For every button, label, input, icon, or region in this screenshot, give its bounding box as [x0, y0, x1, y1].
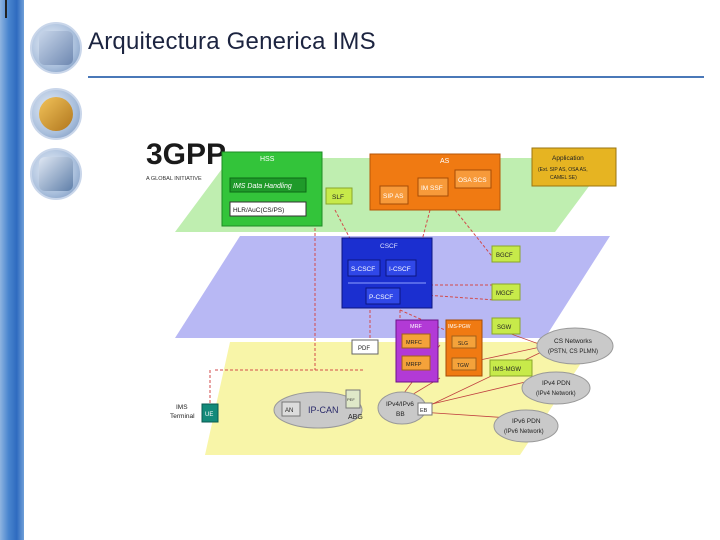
mrfp-box [401, 355, 431, 371]
cs-networks-label: CS Networks [554, 338, 593, 345]
an-box [281, 401, 301, 417]
slide-side-bar [0, 0, 24, 540]
title-underline [88, 76, 704, 78]
sip-as-label: SIP AS [383, 193, 404, 200]
ims-architecture-diagram: 3GPP A GLOBAL INITIATIVE HSS IMS Data Ha… [146, 138, 617, 455]
mrf-label: MRF [410, 324, 423, 330]
eb-box [417, 402, 433, 416]
sgw-box [491, 317, 521, 335]
badge-1-icon [39, 31, 73, 65]
mrfc-label: MRFC [406, 340, 422, 346]
bgcf-label: BGCF [496, 253, 513, 259]
slf-label: SLF [332, 194, 344, 201]
abg-stack [345, 389, 361, 409]
mrf-block [395, 319, 439, 383]
ipv4-pdn-sublabel: (IPv4 Network) [536, 391, 576, 397]
abg-label: ABG [348, 414, 363, 421]
badge-3-icon [39, 157, 73, 191]
osa-scs-label: OSA SCS [458, 177, 487, 184]
ipv6-pdn-sublabel: (IPv6 Network) [504, 429, 544, 435]
slg-label: SLG [458, 341, 468, 347]
i-cscf-label: I-CSCF [389, 266, 411, 273]
application-sublabel-2: CAMEL SE) [550, 175, 577, 181]
abg-stack-label: PEF [347, 397, 355, 402]
ims-pgw-label: IMS-PGW [448, 324, 471, 330]
mrfp-label: MRFP [406, 362, 422, 368]
ims-mgw-label: IMS-MGW [493, 367, 521, 373]
mrfc-box [401, 333, 431, 349]
pdf-label: PDF [358, 346, 370, 352]
mgcf-label: MGCF [496, 291, 514, 297]
cs-networks-cloud [536, 327, 614, 365]
i-cscf-box [385, 259, 417, 277]
bgcf-box [491, 245, 521, 263]
ip-can-label: IP-CAN [308, 405, 339, 415]
ipv6-pdn-cloud [493, 409, 559, 443]
s-cscf-box [347, 259, 381, 277]
cs-networks-sublabel: (PSTN, CS PLMN) [548, 349, 598, 355]
application-label: Application [552, 155, 584, 162]
cscf-label: CSCF [380, 243, 398, 250]
mgcf-box [491, 283, 521, 301]
ims-data-handling-box [229, 177, 307, 193]
hss-label: HSS [260, 156, 275, 163]
slf-box [325, 187, 353, 205]
ue-label: UE [205, 412, 213, 418]
application-sublabel-1: (Ext. SIP AS, OSA AS, [538, 167, 588, 173]
p-cscf-box [365, 287, 401, 305]
ipv4-pdn-cloud [521, 371, 591, 405]
decorative-badge-3 [30, 148, 82, 200]
decorative-badge-1 [30, 22, 82, 74]
ip-can-cloud [273, 391, 363, 429]
osa-scs-box [454, 169, 492, 189]
ims-terminal-label-1: IMS [176, 404, 188, 411]
slg-box [451, 335, 477, 349]
ims-terminal-label-2: Terminal [170, 413, 195, 420]
sip-as-box [379, 185, 409, 205]
logo-tagline: A GLOBAL INITIATIVE [146, 176, 202, 182]
decorative-badge-2 [30, 88, 82, 140]
tgw-box [451, 357, 477, 371]
ipv4-ipv6-bb-label-1: IPv4/IPv6 [386, 401, 414, 408]
ims-mgw-box [489, 359, 533, 377]
hlr-auc-label: HLR/AuC(CS/PS) [233, 207, 284, 214]
slide-title: Arquitectura Generica IMS [88, 28, 376, 55]
slide-side-line [5, 0, 7, 18]
as-label: AS [440, 158, 450, 165]
ims-data-handling-label: IMS Data Handling [233, 183, 292, 190]
ipv6-pdn-label: IPv6 PDN [512, 418, 541, 425]
ipv4-ipv6-bb-label-2: BB [396, 411, 405, 418]
eb-label: EB [420, 408, 428, 414]
im-ssf-label: IM SSF [421, 185, 443, 192]
tgw-label: TGW [457, 363, 469, 369]
s-cscf-label: S-CSCF [351, 266, 375, 273]
an-label: AN [285, 408, 293, 414]
sgw-label: SGW [497, 325, 512, 331]
hlr-auc-box [229, 201, 307, 217]
im-ssf-box [417, 177, 449, 197]
application-block [531, 147, 617, 187]
ue-box [201, 403, 219, 423]
badge-2-icon [39, 97, 73, 131]
p-cscf-label: P-CSCF [369, 294, 393, 301]
pdf-box [351, 339, 379, 355]
logo-3gpp: 3GPP [146, 138, 226, 171]
ipv4-pdn-label: IPv4 PDN [542, 380, 571, 387]
